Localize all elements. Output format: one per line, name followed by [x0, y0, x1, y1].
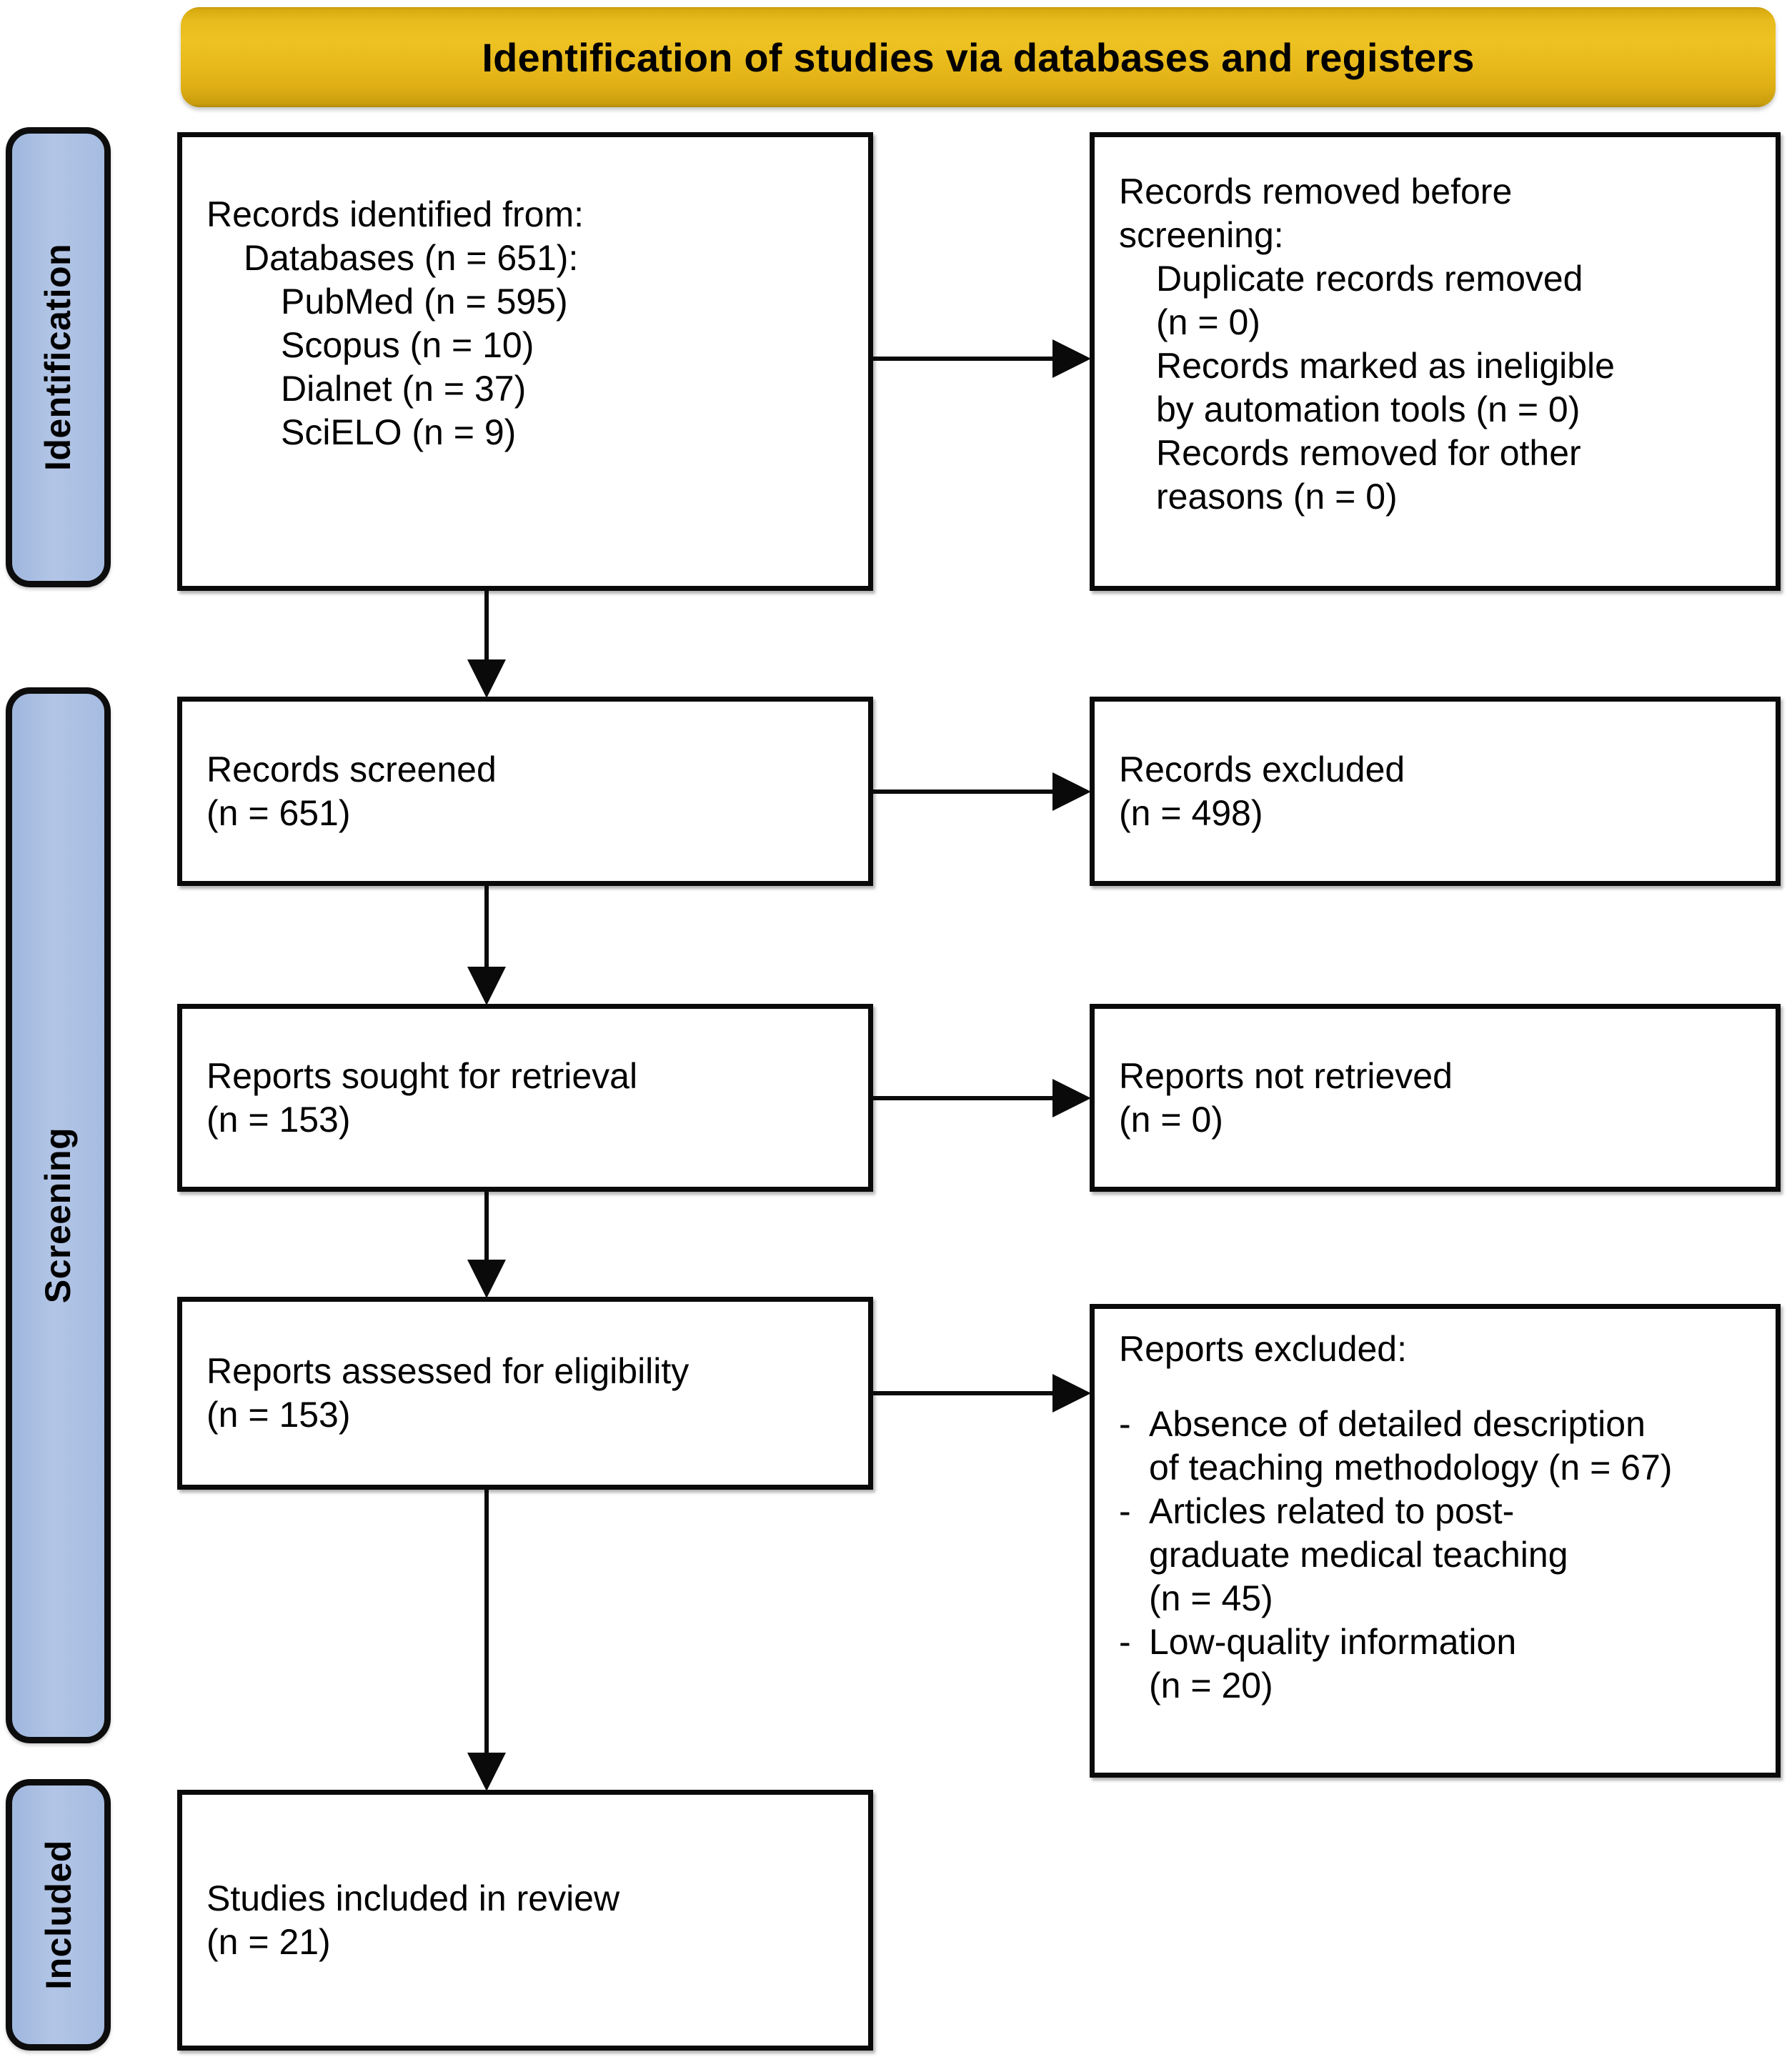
box-records-screened: Records screened (n = 651)	[177, 697, 873, 886]
reports-sought-count: (n = 153)	[206, 1099, 351, 1140]
studies-included-count: (n = 21)	[206, 1921, 331, 1962]
reports-excluded-bullet-methodology-text: Absence of detailed description of teach…	[1149, 1404, 1673, 1488]
arrow-head-down-icon	[467, 1753, 506, 1791]
arrow-shaft	[873, 1096, 1055, 1100]
bullet-dash-icon: -	[1119, 1404, 1131, 1444]
reports-not-retrieved-count: (n = 0)	[1119, 1099, 1223, 1140]
arrow-assessed-to-included	[463, 1490, 510, 1791]
records-identified-heading: Records identified from:	[206, 194, 584, 234]
diagram-header-banner: Identification of studies via databases …	[181, 7, 1776, 107]
records-identified-source-scopus: Scopus (n = 10)	[281, 325, 534, 365]
reports-excluded-bullet-methodology: - Absence of detailed description of tea…	[1119, 1403, 1751, 1490]
arrow-screened-to-sought	[463, 886, 510, 1005]
records-removed-item-other: Records removed for other reasons (n = 0…	[1156, 433, 1581, 517]
arrow-head-down-icon	[467, 1260, 506, 1298]
reports-sought-label: Reports sought for retrieval	[206, 1055, 638, 1096]
arrow-shaft	[484, 1192, 489, 1260]
arrow-sought-to-not-retrieved	[873, 1077, 1091, 1120]
reports-excluded-bullet-lowquality-text: Low-quality information (n = 20)	[1149, 1622, 1517, 1705]
records-excluded-label: Records excluded	[1119, 749, 1405, 790]
phase-tab-included-label: Included	[38, 1840, 79, 1990]
box-records-excluded: Records excluded (n = 498)	[1090, 697, 1781, 886]
phase-tab-screening-label: Screening	[38, 1127, 79, 1304]
arrow-shaft	[873, 1391, 1055, 1395]
bullet-dash-icon: -	[1119, 1491, 1131, 1531]
records-excluded-count: (n = 498)	[1119, 792, 1263, 833]
box-records-identified: Records identified from: Databases (n = …	[177, 132, 873, 591]
records-removed-item-duplicates: Duplicate records removed (n = 0)	[1156, 259, 1583, 342]
arrow-assessed-to-reports-excluded	[873, 1372, 1091, 1415]
reports-assessed-label: Reports assessed for eligibility	[206, 1351, 690, 1391]
arrow-shaft	[873, 790, 1055, 794]
arrow-identified-to-screened	[463, 591, 510, 698]
reports-excluded-bullet-lowquality: - Low-quality information (n = 20)	[1119, 1620, 1751, 1708]
records-removed-heading-line2: screening:	[1119, 215, 1284, 255]
phase-tab-included: Included	[6, 1779, 111, 2051]
reports-not-retrieved-label: Reports not retrieved	[1119, 1055, 1453, 1096]
records-screened-count: (n = 651)	[206, 792, 351, 833]
arrow-head-right-icon	[1052, 339, 1091, 378]
reports-excluded-heading: Reports excluded:	[1119, 1329, 1408, 1369]
records-removed-heading-line1: Records removed before	[1119, 171, 1513, 211]
reports-excluded-bullet-postgraduate: - Articles related to post- graduate med…	[1119, 1490, 1751, 1620]
arrow-shaft	[484, 886, 489, 967]
box-reports-assessed-for-eligibility: Reports assessed for eligibility (n = 15…	[177, 1297, 873, 1490]
arrow-head-right-icon	[1052, 772, 1091, 811]
box-studies-included-in-review: Studies included in review (n = 21)	[177, 1790, 873, 2051]
reports-excluded-bullet-postgraduate-text: Articles related to post- graduate medic…	[1149, 1491, 1568, 1618]
phase-tab-identification: Identification	[6, 127, 111, 587]
reports-excluded-spacer	[1119, 1371, 1751, 1403]
box-reports-not-retrieved: Reports not retrieved (n = 0)	[1090, 1004, 1781, 1192]
bullet-dash-icon: -	[1119, 1622, 1131, 1662]
records-identified-databases: Databases (n = 651):	[244, 238, 579, 278]
box-reports-excluded: Reports excluded: - Absence of detailed …	[1090, 1304, 1781, 1778]
studies-included-label: Studies included in review	[206, 1878, 620, 1918]
box-records-removed-before-screening: Records removed before screening: Duplic…	[1090, 132, 1781, 591]
arrow-head-down-icon	[467, 659, 506, 698]
records-identified-source-pubmed: PubMed (n = 595)	[281, 282, 568, 322]
box-reports-sought-for-retrieval: Reports sought for retrieval (n = 153)	[177, 1004, 873, 1192]
phase-tab-identification-label: Identification	[38, 243, 79, 472]
records-removed-item-ineligible: Records marked as ineligible by automati…	[1156, 346, 1615, 429]
arrow-shaft	[484, 1490, 489, 1753]
arrow-screened-to-records-excluded	[873, 770, 1091, 813]
arrow-head-right-icon	[1052, 1079, 1091, 1117]
reports-assessed-count: (n = 153)	[206, 1395, 351, 1435]
records-identified-source-scielo: SciELO (n = 9)	[281, 412, 517, 452]
arrow-identified-to-removed	[873, 337, 1091, 380]
arrow-head-right-icon	[1052, 1374, 1091, 1413]
arrow-head-down-icon	[467, 967, 506, 1005]
records-screened-label: Records screened	[206, 749, 497, 790]
arrow-shaft	[873, 357, 1055, 361]
phase-tab-screening: Screening	[6, 687, 111, 1743]
records-identified-source-dialnet: Dialnet (n = 37)	[281, 369, 527, 409]
arrow-shaft	[484, 591, 489, 659]
diagram-header-title: Identification of studies via databases …	[482, 34, 1475, 80]
arrow-sought-to-assessed	[463, 1192, 510, 1298]
